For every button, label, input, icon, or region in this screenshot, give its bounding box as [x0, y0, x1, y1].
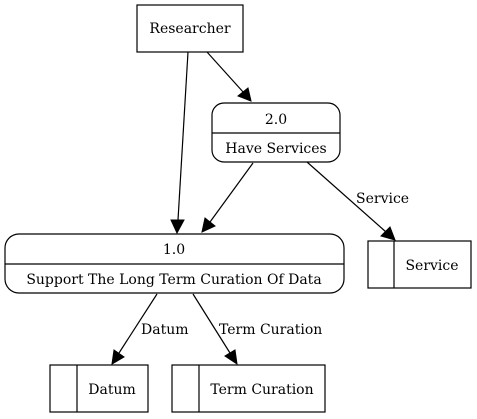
flow-process-2-to-process-1 [201, 162, 254, 233]
process-2-name: Have Services [225, 141, 326, 157]
flow-process-2-to-service: Service [306, 161, 409, 241]
flow-label-datum: Datum [141, 322, 189, 338]
process-1-number: 1.0 [163, 242, 185, 258]
researcher-label: Researcher [149, 21, 230, 37]
flow-process-1-to-datum: Datum [111, 293, 189, 365]
process-1-support-curation[interactable]: 1.0 Support The Long Term Curation Of Da… [4, 233, 345, 294]
external-entity-researcher[interactable]: Researcher [136, 4, 244, 53]
data-store-datum[interactable]: Datum [49, 364, 149, 413]
flow-label-term-curation: Term Curation [219, 322, 322, 338]
flow-researcher-to-process-2 [206, 51, 252, 102]
flow-label-service: Service [356, 191, 409, 207]
flow-researcher-to-process-1 [170, 51, 189, 235]
process-1-name: Support The Long Term Curation Of Data [26, 272, 321, 288]
service-store-label: Service [405, 258, 458, 274]
data-store-term-curation[interactable]: Term Curation [171, 364, 326, 413]
process-2-have-services[interactable]: 2.0 Have Services [211, 102, 341, 163]
process-2-number: 2.0 [265, 112, 287, 128]
flow-process-1-to-term-curation: Term Curation [192, 293, 322, 366]
datum-store-label: Datum [88, 382, 136, 398]
data-store-service[interactable]: Service [367, 240, 472, 289]
term-curation-store-label: Term Curation [210, 382, 313, 398]
